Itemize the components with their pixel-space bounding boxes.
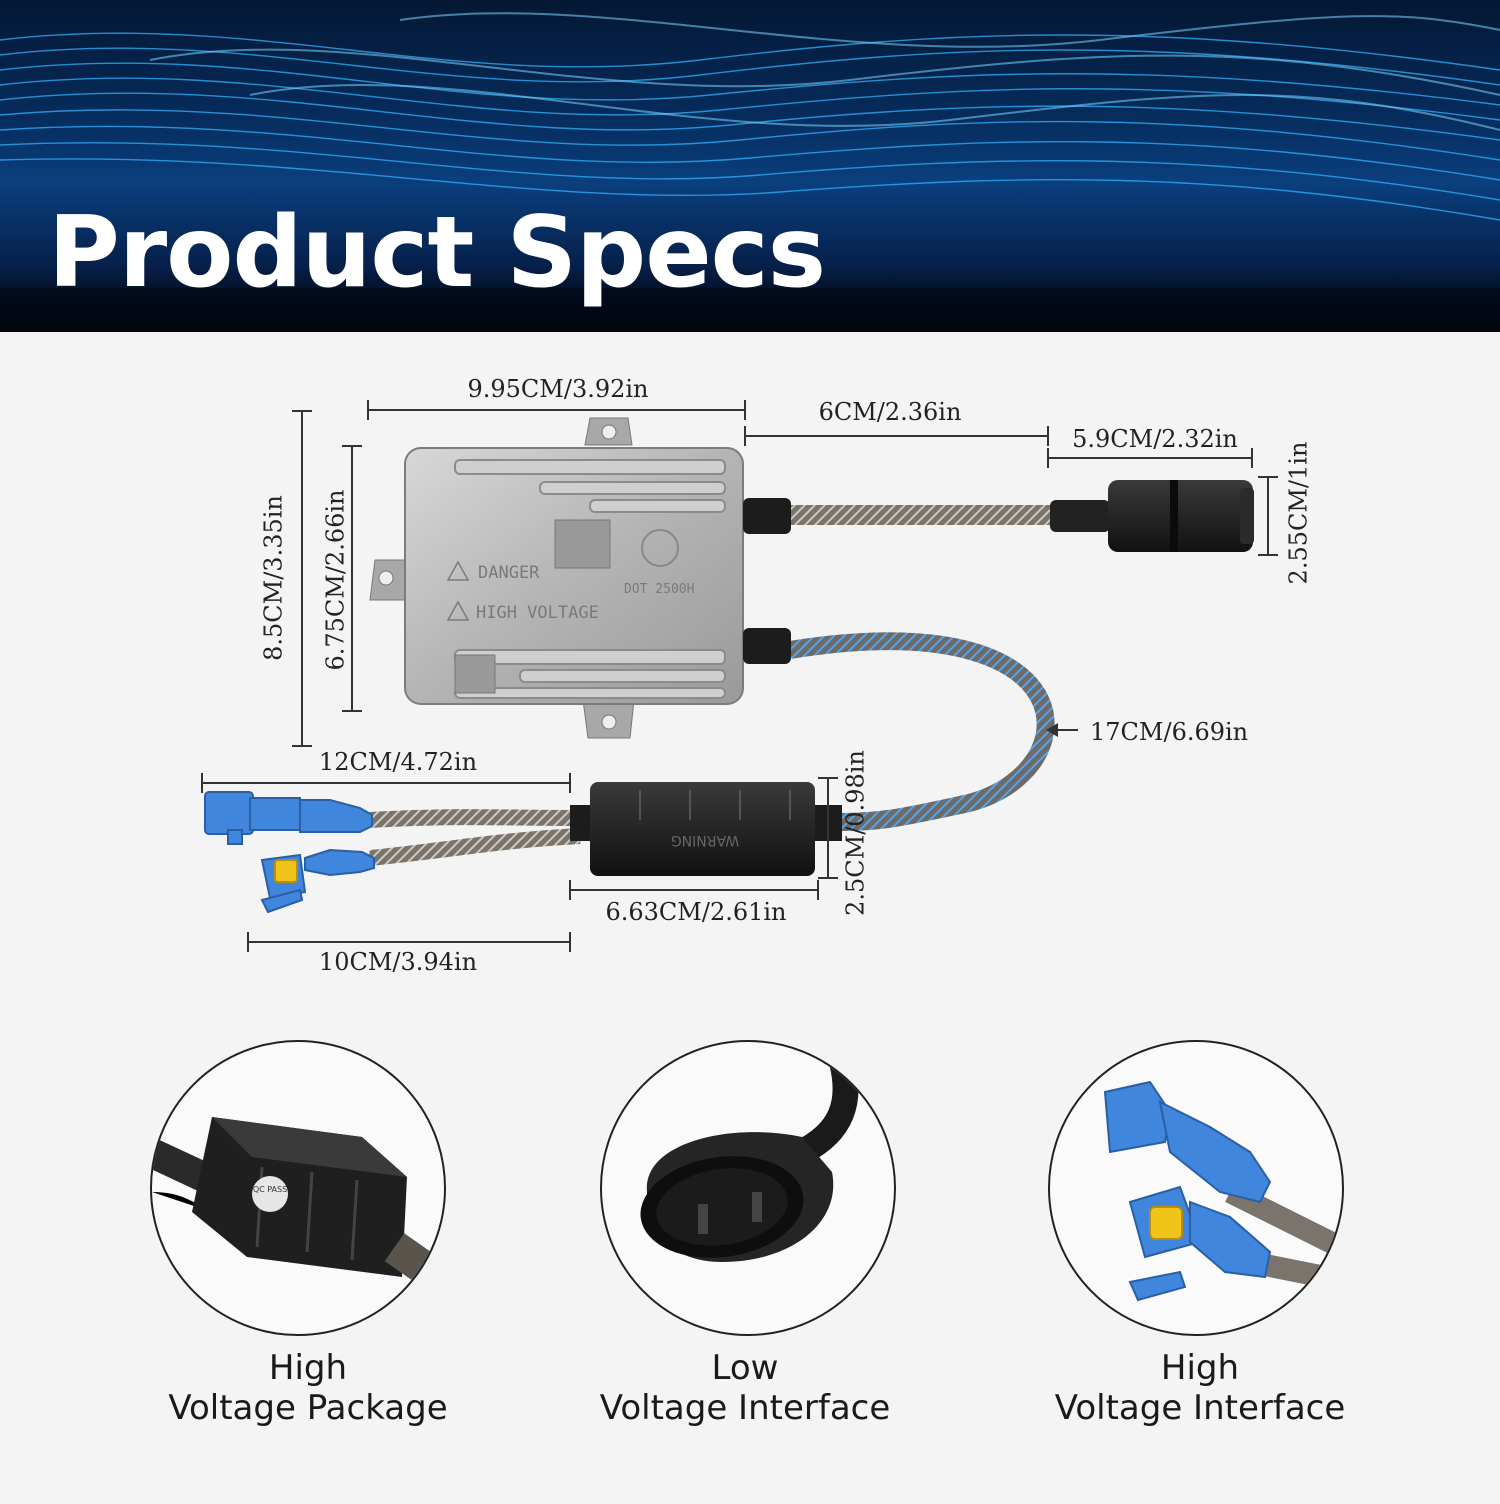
left-cable-lower xyxy=(369,828,581,866)
detail-circle-package: QC PASS xyxy=(150,1040,446,1336)
loop-arrow-icon xyxy=(1046,723,1058,737)
dim-body-height: 6.75CM/2.66in xyxy=(322,489,350,670)
caption-line1: High xyxy=(268,1348,348,1388)
ballast-warning-text-2: HIGH VOLTAGE xyxy=(476,603,599,623)
caption-low-voltage-interface: Low Voltage Interface xyxy=(535,1348,955,1428)
caption-line2: Voltage Package xyxy=(168,1388,448,1428)
dimension-lines xyxy=(201,400,1278,952)
ballast-code-text: DOT 2500H xyxy=(624,582,694,597)
page-title: Product Specs xyxy=(48,196,826,310)
caption-line2: Voltage Interface xyxy=(599,1388,891,1428)
dim-left-upper: 12CM/4.72in xyxy=(319,748,477,776)
wave-graphic xyxy=(0,0,1500,332)
dim-loop-cable: 17CM/6.69in xyxy=(1090,718,1248,746)
detail-circle-low-voltage xyxy=(600,1040,896,1336)
upper-plug xyxy=(1050,480,1254,552)
loop-cable xyxy=(788,632,1055,831)
left-cable-upper xyxy=(369,809,581,828)
blue-connectors xyxy=(204,791,375,914)
header-banner: Product Specs xyxy=(0,0,1500,332)
dim-plug-height: 2.55CM/1in xyxy=(1285,442,1313,585)
caption-line1: High xyxy=(1160,1348,1240,1388)
low-voltage-box: WARNING xyxy=(570,782,842,876)
qc-pass-label: QC PASS xyxy=(253,1185,287,1194)
box-warning-text: WARNING xyxy=(671,832,739,848)
caption-line1: Low xyxy=(711,1348,779,1388)
dim-box-height: 2.5CM/0.98in xyxy=(842,750,870,916)
dim-plug-length: 5.9CM/2.32in xyxy=(1072,425,1238,453)
ballast-warning-text-1: DANGER xyxy=(478,563,540,583)
dim-upper-cable: 6CM/2.36in xyxy=(819,398,962,426)
caption-high-voltage-interface: High Voltage Interface xyxy=(990,1348,1410,1428)
dim-ballast-width: 9.95CM/3.92in xyxy=(467,375,648,403)
product-diagram: DANGER HIGH VOLTAGE DOT 2500H WARNING xyxy=(0,332,1500,1500)
caption-line2: Voltage Interface xyxy=(1054,1388,1346,1428)
detail-circle-high-voltage xyxy=(1048,1040,1344,1336)
dim-total-height: 8.5CM/3.35in xyxy=(260,495,288,661)
caption-high-voltage-package: High Voltage Package xyxy=(98,1348,518,1428)
dim-box-width: 6.63CM/2.61in xyxy=(605,898,786,926)
ballast-unit: DANGER HIGH VOLTAGE DOT 2500H xyxy=(369,417,791,739)
dim-left-lower: 10CM/3.94in xyxy=(319,948,477,976)
dimension-diagram: DANGER HIGH VOLTAGE DOT 2500H WARNING xyxy=(201,375,1313,976)
